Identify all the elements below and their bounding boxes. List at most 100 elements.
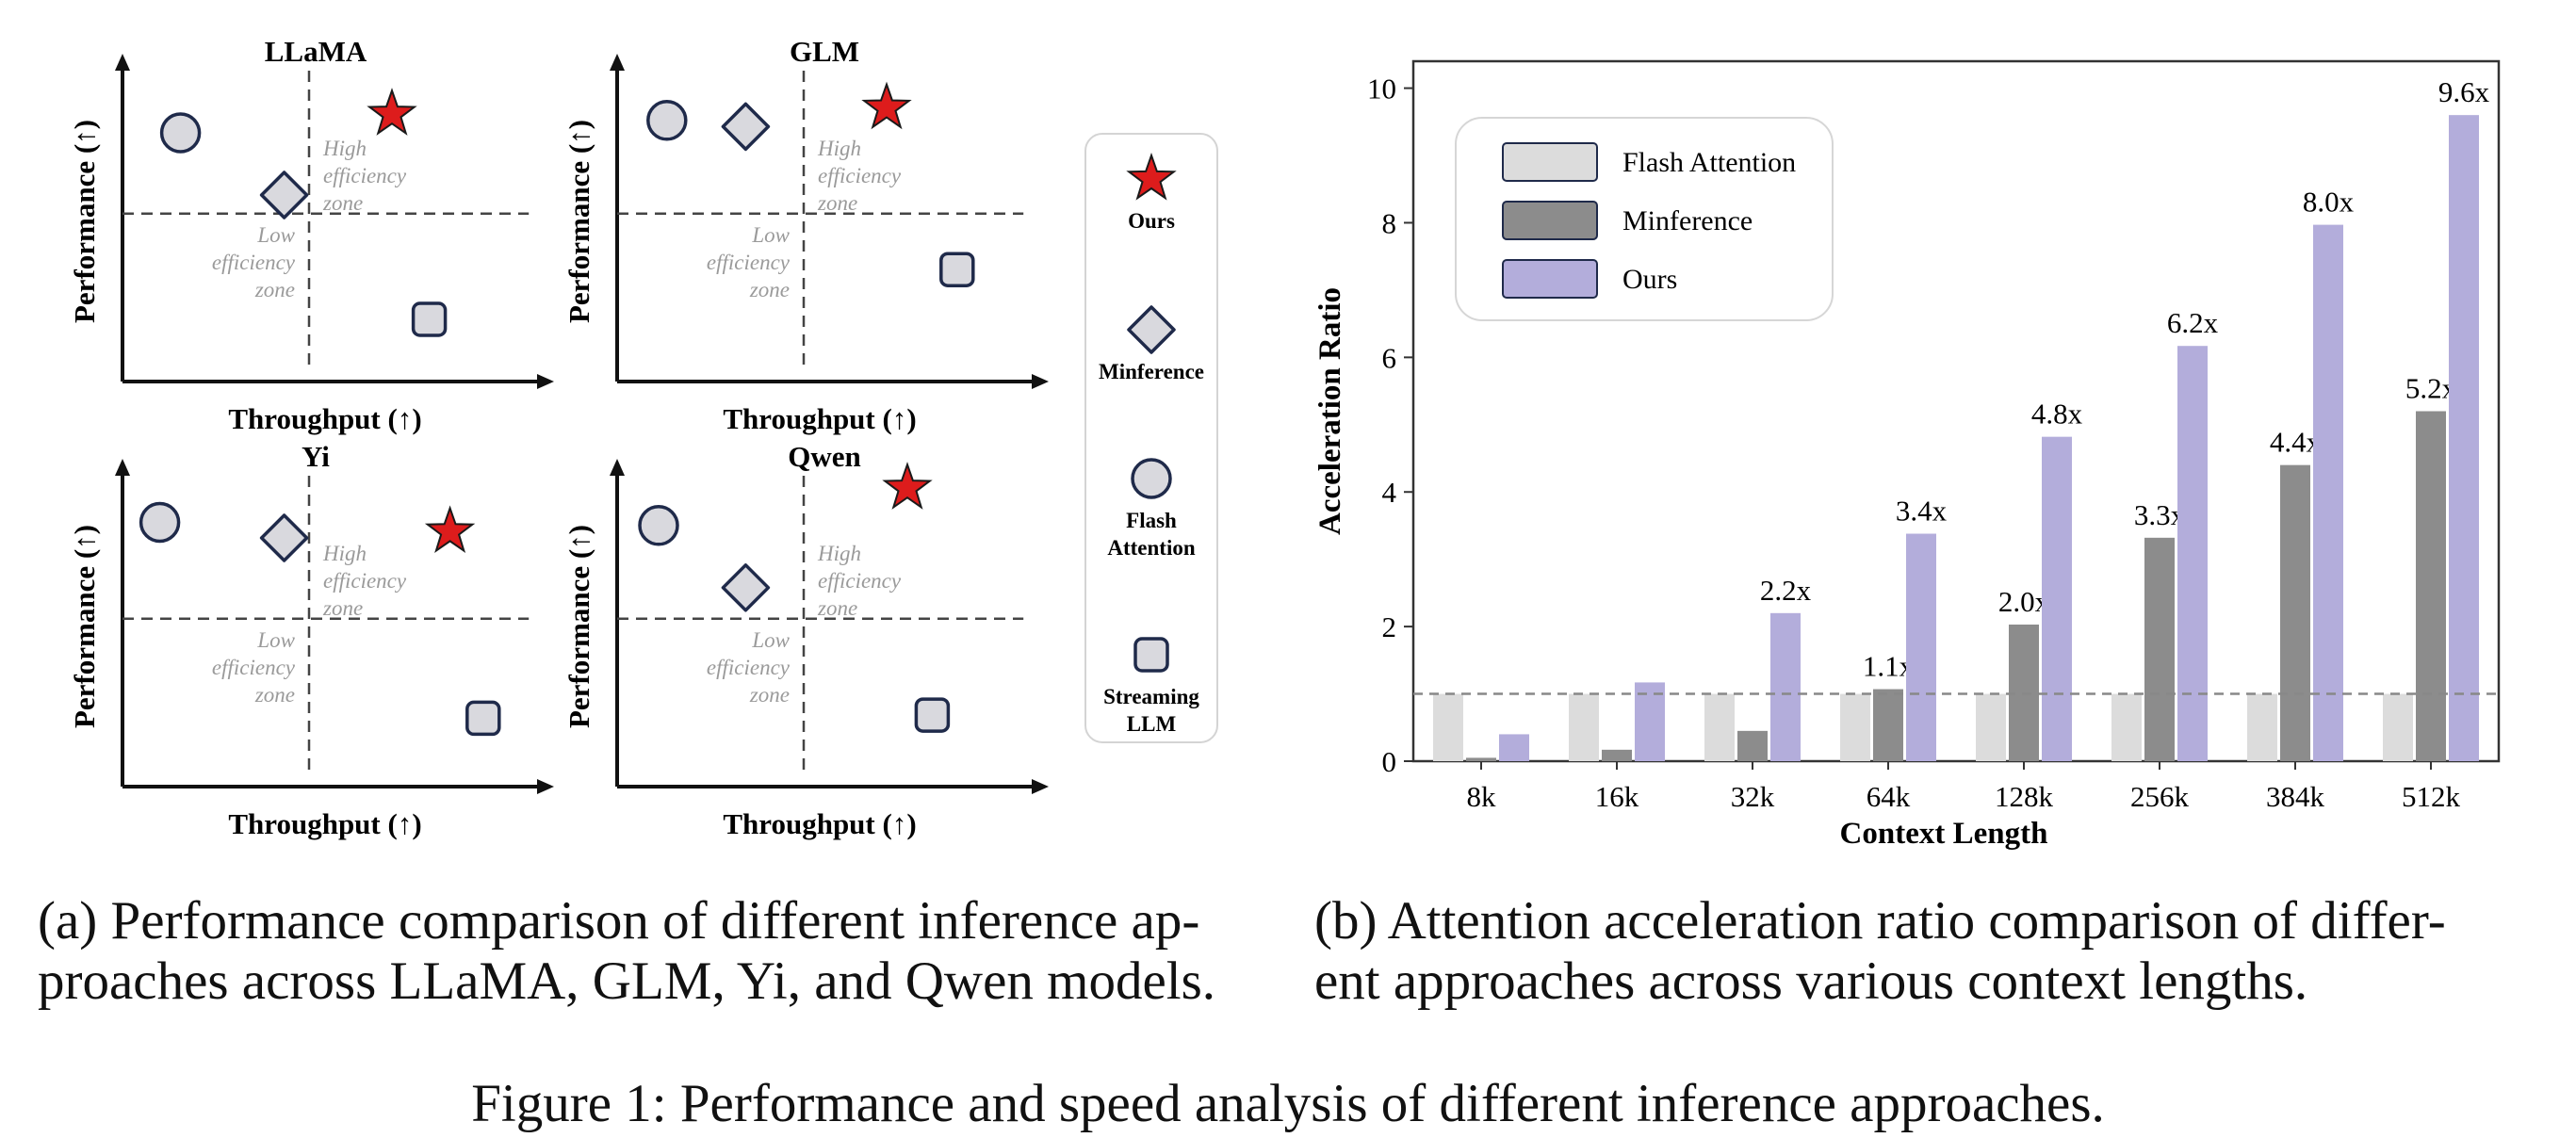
x-tick-label: 128k — [1995, 780, 2054, 813]
low-zone-label: efficiency — [707, 656, 791, 679]
bar-minference — [1873, 689, 1903, 761]
flash-marker — [139, 501, 181, 544]
bar-flash-attention — [2383, 693, 2413, 761]
bar-ours — [1770, 612, 1801, 761]
low-zone-label: efficiency — [707, 251, 791, 274]
legend-label-ours: Ours — [1622, 264, 1677, 295]
high-zone-label: efficiency — [323, 569, 407, 593]
bar-ours — [2313, 224, 2343, 762]
high-zone-label: efficiency — [818, 164, 902, 187]
plot-frame — [1411, 59, 2501, 763]
x-tick-label: 384k — [2266, 780, 2325, 813]
high-zone-label: zone — [322, 191, 363, 215]
y-tick-label: 0 — [1382, 745, 1397, 778]
high-zone-label: High — [817, 542, 861, 565]
x-tick-label: 256k — [2130, 780, 2190, 813]
bar-minference — [2144, 537, 2175, 761]
bar-flash-attention — [1704, 693, 1735, 761]
caption-a-line-1: (a) Performance comparison of different … — [38, 891, 1199, 951]
figure-caption: Figure 1: Performance and speed analysis… — [471, 1074, 2105, 1133]
bar-ours — [2449, 115, 2479, 761]
bar-minference — [1466, 757, 1496, 761]
bar-minference — [2280, 464, 2310, 761]
panel-title: Qwen — [788, 440, 861, 473]
low-zone-label: Low — [751, 223, 790, 247]
bar-flash-attention — [1569, 693, 1599, 761]
scatter-panel-glm: HighefficiencyzoneLowefficiencyzoneGLMTh… — [562, 35, 1049, 435]
x-axis-arrow-icon — [1032, 779, 1049, 794]
x-axis-label: Throughput (↑) — [723, 402, 916, 435]
flash-marker — [646, 100, 688, 141]
minference-marker — [259, 171, 309, 219]
legend-swatch-minference — [1502, 201, 1598, 240]
x-axis-label: Throughput (↑) — [228, 807, 421, 840]
x-axis-label: Throughput (↑) — [723, 807, 916, 840]
x-axis-arrow-icon — [537, 779, 554, 794]
high-zone-label: efficiency — [818, 569, 902, 593]
legend-label-minference: Minference — [1622, 205, 1753, 236]
legend-label-flash: Attention — [1107, 536, 1195, 560]
y-axis-arrow-icon — [115, 54, 130, 71]
x-tick-label: 32k — [1731, 780, 1775, 813]
panel-title: LLaMA — [265, 35, 367, 68]
low-zone-label: efficiency — [212, 251, 296, 274]
bar-ours — [2042, 436, 2072, 761]
high-zone-label: High — [322, 542, 367, 565]
y-axis-label: Performance (↑) — [68, 525, 101, 728]
panel-a-scatter-grid: HighefficiencyzoneLowefficiencyzoneLLaMA… — [68, 35, 1049, 840]
bar-flash-attention — [1840, 693, 1870, 761]
x-tick-label: 16k — [1595, 780, 1639, 813]
low-zone-label: Low — [256, 628, 295, 652]
streaming-marker — [914, 697, 951, 733]
diamond-icon — [1127, 305, 1176, 354]
y-axis-arrow-icon — [115, 459, 130, 476]
bar-value-label: 4.4x — [2270, 426, 2322, 459]
bar-value-label: 5.2x — [2405, 372, 2457, 405]
bar-value-label: 3.3x — [2134, 498, 2186, 531]
legend-swatch-flash-attention — [1502, 142, 1598, 182]
y-tick-label: 6 — [1382, 341, 1397, 374]
caption-a-line-2: proaches across LLaMA, GLM, Yi, and Qwen… — [38, 951, 1215, 1011]
bar-value-label: 4.8x — [2031, 398, 2083, 431]
y-axis-arrow-icon — [610, 459, 625, 476]
bar-value-label: 3.4x — [1896, 495, 1948, 528]
legend-frame — [1084, 133, 1218, 743]
legend-label-ours: Ours — [1128, 209, 1175, 233]
low-zone-label: zone — [749, 683, 790, 707]
low-zone-label: efficiency — [212, 656, 296, 679]
x-axis-arrow-icon — [537, 374, 554, 389]
legend-label-streaming: LLM — [1127, 712, 1177, 736]
bar-flash-attention — [1433, 693, 1463, 761]
streaming-marker — [939, 252, 975, 287]
x-tick-label: 64k — [1867, 780, 1911, 813]
bar-minference — [1602, 749, 1632, 761]
bar-value-label: 2.2x — [1760, 574, 1812, 607]
bar-ours — [2177, 346, 2208, 761]
y-axis-arrow-icon — [610, 54, 625, 71]
scatter-panel-yi: HighefficiencyzoneLowefficiencyzoneYiThr… — [68, 440, 554, 840]
y-tick-label: 4 — [1382, 476, 1397, 509]
bar-value-label: 1.1x — [1863, 650, 1915, 683]
streaming-marker — [465, 700, 501, 737]
ours-marker — [861, 81, 912, 130]
panel-title: GLM — [790, 35, 859, 68]
bar-ours — [1635, 682, 1665, 761]
legend-label-flash: Flash — [1126, 509, 1177, 532]
low-zone-label: zone — [749, 278, 790, 301]
x-tick-label: 512k — [2402, 780, 2461, 813]
low-zone-label: zone — [254, 683, 295, 707]
y-tick-label: 2 — [1382, 610, 1397, 643]
flash-marker — [159, 112, 202, 154]
bar-flash-attention — [2247, 693, 2277, 761]
minference-marker — [259, 513, 309, 562]
streaming-marker — [411, 301, 448, 337]
y-axis-label: Performance (↑) — [562, 120, 595, 323]
x-axis-label: Context Length — [1840, 817, 2048, 851]
low-zone-label: Low — [256, 223, 295, 247]
x-tick-label: 8k — [1467, 780, 1497, 813]
caption-b-line-1: (b) Attention acceleration ratio compari… — [1314, 891, 2446, 951]
legend-swatch-ours — [1502, 259, 1598, 299]
